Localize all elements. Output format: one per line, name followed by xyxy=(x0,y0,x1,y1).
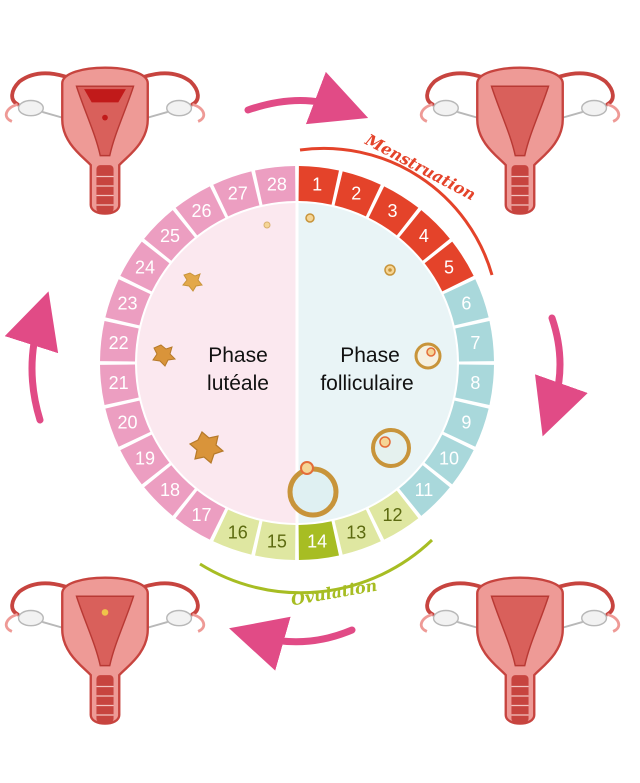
day-label-5: 5 xyxy=(444,258,454,278)
day-segment-13 xyxy=(334,509,381,555)
corpus-luteum-icon xyxy=(182,272,203,292)
day-segment-2 xyxy=(334,171,381,217)
day-segment-19 xyxy=(120,434,170,485)
day-label-16: 16 xyxy=(228,522,248,542)
day-segment-20 xyxy=(105,400,151,447)
day-segment-17 xyxy=(175,490,226,540)
day-segment-12 xyxy=(368,490,419,540)
day-label-11: 11 xyxy=(415,480,434,500)
day-label-23: 23 xyxy=(118,294,138,314)
day-label-17: 17 xyxy=(191,505,211,525)
follicle-icon xyxy=(305,213,315,223)
day-segment-9 xyxy=(443,400,489,447)
day-label-8: 8 xyxy=(470,373,480,393)
day-segment-14 xyxy=(298,521,339,560)
day-segment-11 xyxy=(399,465,450,516)
day-segment-7 xyxy=(455,321,494,362)
day-segment-25 xyxy=(144,210,195,261)
day-label-1: 1 xyxy=(312,175,322,195)
day-segment-21 xyxy=(100,364,139,405)
day-label-7: 7 xyxy=(470,333,480,353)
uterus-icon xyxy=(4,575,206,726)
day-segment-15 xyxy=(255,521,296,560)
menstruation-arc xyxy=(299,146,494,276)
cycle-arrow-icon xyxy=(534,314,588,437)
ovulation-label: Ovulation xyxy=(290,576,379,610)
day-segment-5 xyxy=(424,241,474,292)
luteal-phase-area xyxy=(137,203,297,523)
follicular-phase-area xyxy=(297,203,457,523)
day-segment-26 xyxy=(175,186,226,236)
day-label-22: 22 xyxy=(109,333,129,353)
day-segment-3 xyxy=(368,186,419,236)
follicular-phase-subtitle: folliculaire xyxy=(320,372,413,395)
day-label-4: 4 xyxy=(419,226,429,246)
day-label-19: 19 xyxy=(135,448,155,468)
cycle-arrow-icon xyxy=(229,616,356,671)
follicle-icon xyxy=(384,264,396,276)
day-segment-4 xyxy=(399,210,450,261)
day-label-21: 21 xyxy=(109,373,129,393)
follicular-phase-title: Phase xyxy=(340,344,400,367)
day-label-9: 9 xyxy=(461,412,471,432)
day-segment-23 xyxy=(105,279,151,326)
day-label-27: 27 xyxy=(228,184,248,204)
uterus-icon xyxy=(4,65,206,216)
day-label-14: 14 xyxy=(307,531,327,551)
follicle-icon xyxy=(371,428,411,468)
follicle-icon xyxy=(414,342,442,370)
day-label-10: 10 xyxy=(439,448,459,468)
day-segment-18 xyxy=(144,465,195,516)
luteal-phase-subtitle: lutéale xyxy=(207,372,269,395)
ovulation-arc xyxy=(199,538,434,595)
day-label-18: 18 xyxy=(160,480,180,500)
uterus-icon xyxy=(419,575,621,726)
day-label-28: 28 xyxy=(267,175,287,195)
day-label-3: 3 xyxy=(387,201,397,221)
day-label-26: 26 xyxy=(191,201,211,221)
day-label-15: 15 xyxy=(267,531,287,551)
luteal-phase-title: Phase xyxy=(208,344,268,367)
day-segment-10 xyxy=(424,434,474,485)
day-label-13: 13 xyxy=(346,522,366,542)
menstruation-label: Menstruation xyxy=(361,130,479,205)
corpus-luteum-icon xyxy=(152,344,177,367)
cycle-arrow-icon xyxy=(4,291,59,424)
day-label-24: 24 xyxy=(135,258,155,278)
corpus-luteum-icon xyxy=(188,431,225,465)
day-segment-16 xyxy=(213,509,260,555)
day-label-25: 25 xyxy=(160,226,180,246)
day-label-6: 6 xyxy=(461,294,471,314)
day-segment-1 xyxy=(298,166,339,205)
day-segment-28 xyxy=(255,166,296,205)
day-segment-27 xyxy=(213,171,260,217)
day-label-12: 12 xyxy=(382,505,402,525)
day-segment-22 xyxy=(100,321,139,362)
day-label-20: 20 xyxy=(118,412,138,432)
follicle-icon xyxy=(287,461,339,518)
day-label-2: 2 xyxy=(351,184,361,204)
day-segment-8 xyxy=(455,364,494,405)
day-segment-6 xyxy=(443,279,489,326)
cycle-arrow-icon xyxy=(244,71,369,125)
day-segment-24 xyxy=(120,241,170,292)
corpus-luteum-icon xyxy=(263,221,271,229)
